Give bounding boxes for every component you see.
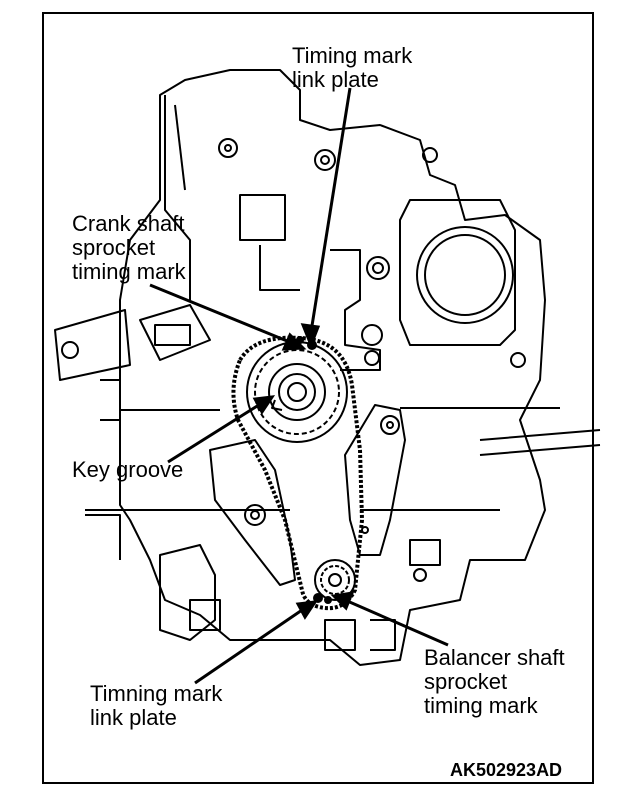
engine-block-outline [119,69,546,666]
chain-tensioner-right [344,404,406,556]
balancer-sprocket [314,559,356,601]
label-balancer-shaft-sprocket-timing-mark: Balancer shaft sprocket timing mark [424,645,565,718]
label-timing-mark-link-plate-bottom: Timning mark link plate [90,681,223,730]
figure-frame [42,12,594,784]
label-timing-mark-link-plate-top: Timing mark link plate [292,43,413,92]
crank-sprocket [246,341,348,443]
label-crank-shaft-sprocket-timing-mark: Crank shaft sprocket timing mark [72,211,186,284]
label-key-groove: Key groove [72,457,184,482]
chain-guide-left [209,439,296,586]
figure-code: AK502923AD [450,760,563,780]
